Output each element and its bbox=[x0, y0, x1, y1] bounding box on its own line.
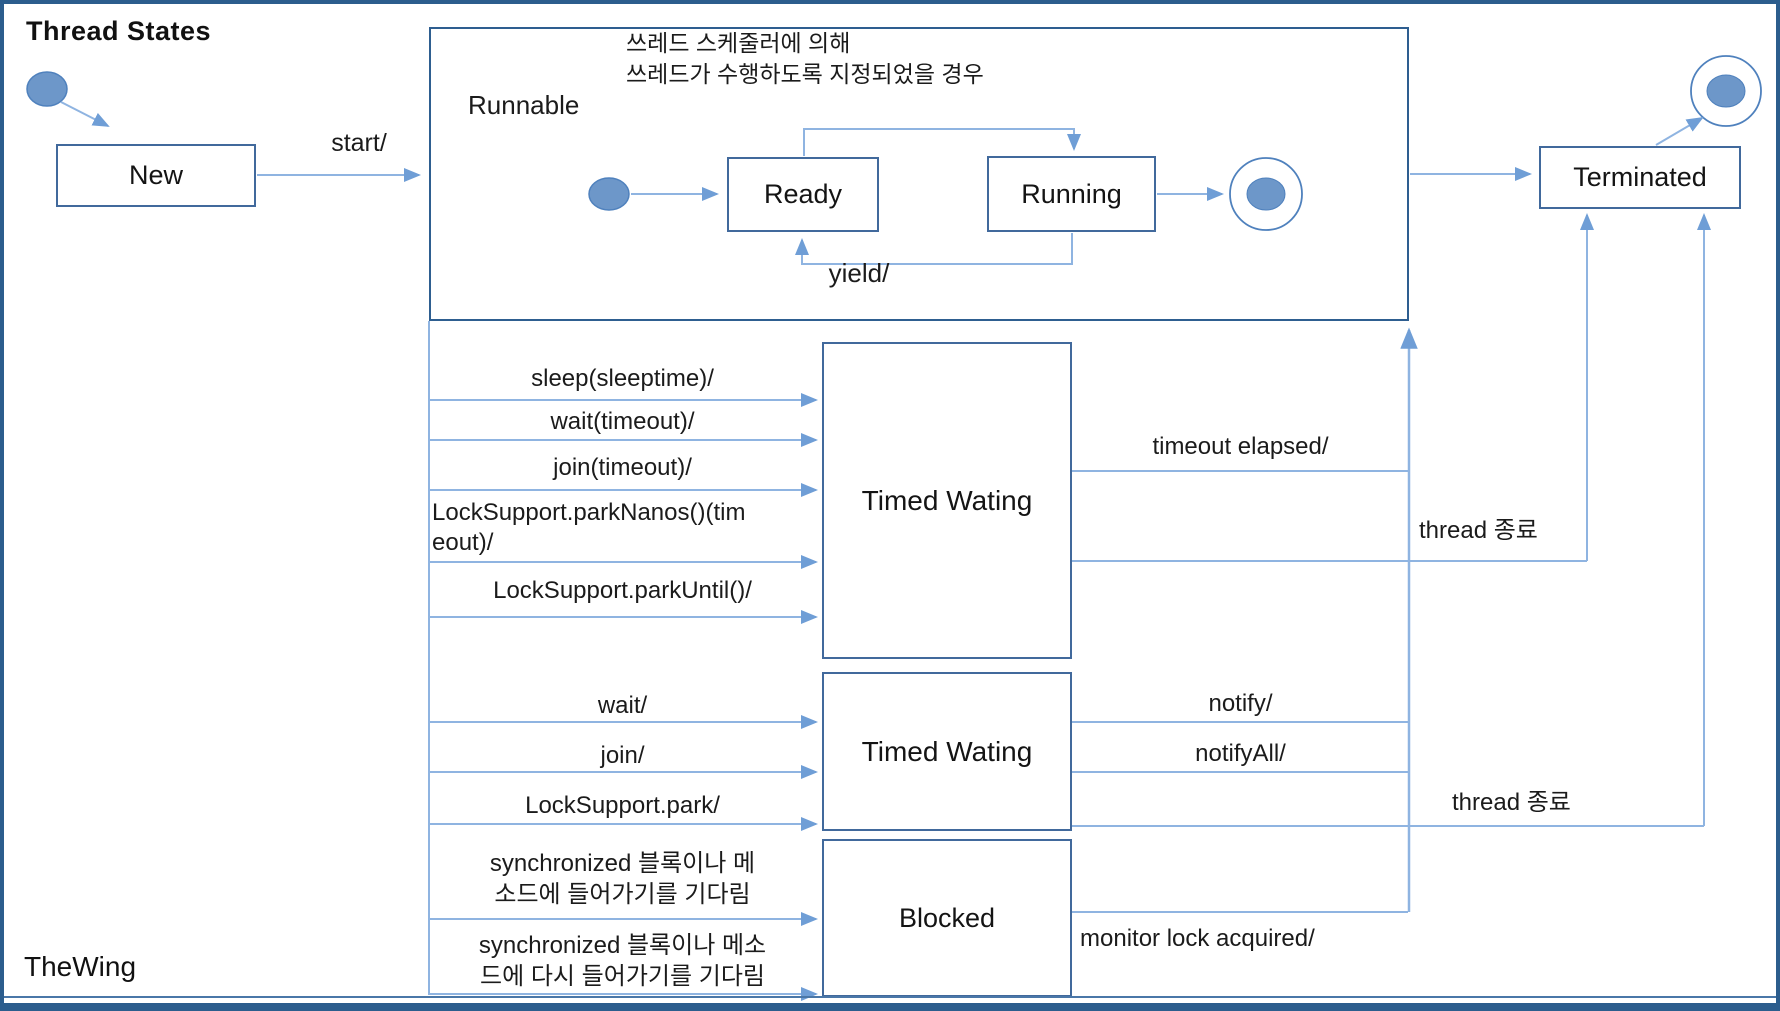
edge-running-to-ready-yield bbox=[795, 233, 1073, 265]
connector-layer bbox=[26, 55, 1762, 1001]
runnable-initial-state-icon bbox=[588, 177, 630, 211]
edge-terminated-to-final bbox=[1655, 116, 1704, 146]
state-new: New bbox=[56, 144, 256, 207]
runnable-final-state-dot bbox=[1246, 177, 1286, 211]
bottom-divider bbox=[4, 996, 1776, 998]
state-ready: Ready bbox=[727, 157, 879, 232]
transition-sync-reenter-label: synchronized 블록이나 메소 드에 다시 들어가기를 기다림 bbox=[478, 932, 767, 990]
transition-wait-timeout-label: wait(timeout)/ bbox=[550, 408, 695, 435]
transition-join-label: join/ bbox=[600, 742, 645, 769]
scheduler-note: 쓰레드 스케줄러에 의해 쓰레드가 수행하도록 지정되었을 경우 bbox=[626, 30, 984, 87]
state-runnable-container bbox=[429, 27, 1409, 321]
transition-thread-end-1-label: thread 종료 bbox=[1419, 517, 1538, 544]
terminated-final-state-dot bbox=[1706, 74, 1746, 108]
transition-yield-label: yield/ bbox=[828, 258, 890, 288]
state-running-label: Running bbox=[1021, 178, 1122, 209]
state-timed-waiting-1: Timed Wating bbox=[822, 342, 1072, 659]
state-running: Running bbox=[987, 156, 1156, 232]
edge-initial-to-new bbox=[60, 101, 110, 127]
watermark: TheWing bbox=[24, 951, 137, 982]
bottom-frame-bar bbox=[4, 1003, 1776, 1011]
transition-thread-end-2-label: thread 종료 bbox=[1452, 789, 1571, 816]
transition-timeout-elapsed-label: timeout elapsed/ bbox=[1152, 433, 1329, 460]
state-timed-waiting-1-label: Timed Wating bbox=[861, 484, 1033, 516]
state-timed-waiting-2-label: Timed Wating bbox=[861, 735, 1033, 767]
state-new-label: New bbox=[128, 160, 183, 190]
transition-park-nanos-label: LockSupport.parkNanos()(tim eout)/ bbox=[432, 499, 746, 556]
initial-state-icon bbox=[26, 71, 68, 107]
state-timed-waiting-2: Timed Wating bbox=[822, 672, 1072, 831]
state-terminated: Terminated bbox=[1539, 146, 1741, 209]
transition-notify-label: notify/ bbox=[1208, 690, 1273, 717]
transition-notifyall-label: notifyAll/ bbox=[1195, 740, 1286, 767]
edge-ready-to-running bbox=[803, 128, 1081, 156]
runnable-final-state-icon bbox=[1229, 157, 1303, 231]
transition-join-timeout-label: join(timeout)/ bbox=[553, 454, 692, 481]
state-ready-label: Ready bbox=[763, 179, 843, 209]
state-blocked: Blocked bbox=[822, 839, 1072, 997]
terminated-final-state-icon bbox=[1690, 55, 1762, 127]
state-blocked-label: Blocked bbox=[898, 902, 996, 933]
state-terminated-label: Terminated bbox=[1573, 162, 1707, 192]
state-runnable-label: Runnable bbox=[468, 90, 580, 120]
page-title: Thread States bbox=[26, 16, 212, 46]
transition-start-label: start/ bbox=[331, 129, 387, 157]
transition-park-label: LockSupport.park/ bbox=[525, 792, 720, 819]
transition-sync-enter-label: synchronized 블록이나 메 소드에 들어가기를 기다림 bbox=[489, 850, 756, 908]
transition-sleep-label: sleep(sleeptime)/ bbox=[531, 365, 714, 392]
transition-park-until-label: LockSupport.parkUntil()/ bbox=[493, 577, 752, 604]
transition-monitor-lock-label: monitor lock acquired/ bbox=[1080, 925, 1315, 952]
transition-wait-label: wait/ bbox=[597, 692, 648, 719]
